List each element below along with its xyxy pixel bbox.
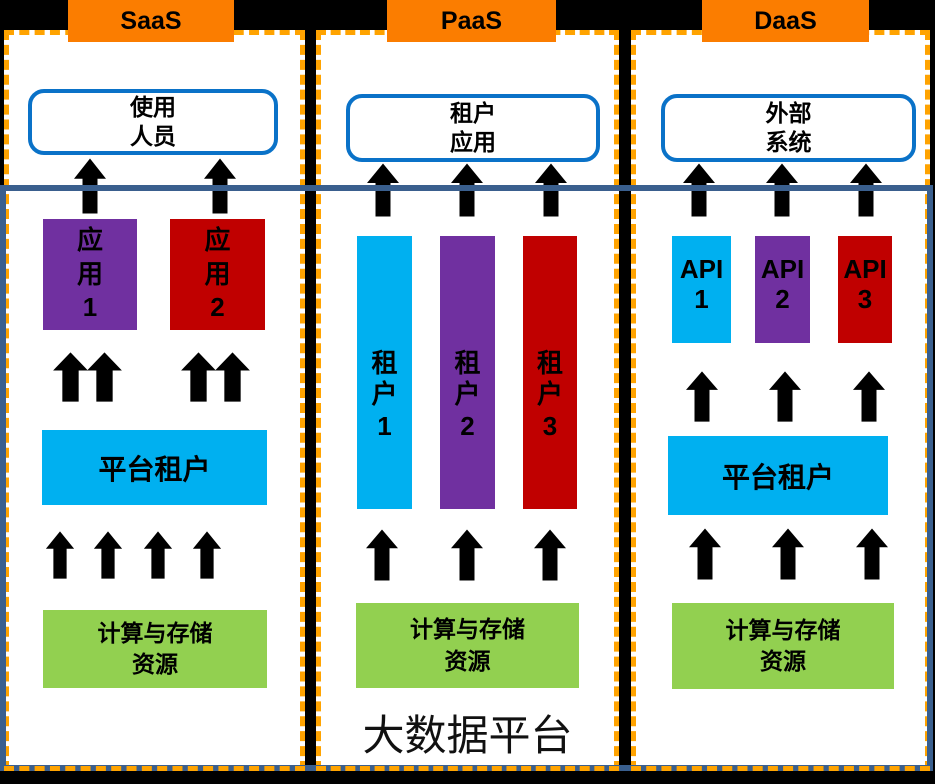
up-arrow-icon (450, 162, 484, 218)
saas-users-box: 使用 人员 (28, 89, 278, 155)
up-arrow-icon (765, 162, 799, 218)
up-arrow-icon (86, 351, 123, 403)
up-arrow-icon (855, 527, 889, 581)
paas-tenant3-bar: 租 户 3 (523, 236, 577, 509)
up-arrow-icon (203, 157, 237, 215)
paas-resource-box: 计算与存储 资源 (356, 603, 579, 688)
up-arrow-icon (533, 528, 567, 582)
up-arrow-icon (192, 530, 222, 580)
saas-app2-box: 应 用 2 (170, 219, 265, 330)
up-arrow-icon (180, 351, 217, 403)
up-arrow-icon (143, 530, 173, 580)
saas-app1-box: 应 用 1 (43, 219, 137, 330)
daas-api3-box: API 3 (838, 236, 892, 343)
up-arrow-icon (365, 528, 399, 582)
saas-resource-box: 计算与存储 资源 (43, 610, 267, 688)
paas-tenant2-bar: 租 户 2 (440, 236, 495, 509)
up-arrow-icon (93, 530, 123, 580)
up-arrow-icon (52, 351, 89, 403)
saas-platform-tenant-box: 平台租户 (42, 430, 267, 505)
daas-api2-box: API 2 (755, 236, 810, 343)
paas-tenant1-bar: 租 户 1 (357, 236, 412, 509)
up-arrow-icon (450, 528, 484, 582)
daas-external-systems-box: 外部 系统 (661, 94, 916, 162)
daas-platform-tenant-box: 平台租户 (668, 436, 888, 515)
daas-api1-box: API 1 (672, 236, 731, 343)
up-arrow-icon (366, 162, 400, 218)
daas-tab: DaaS (702, 0, 869, 42)
paas-tenant-apps-box: 租户 应用 (346, 94, 600, 162)
up-arrow-icon (534, 162, 568, 218)
up-arrow-icon (852, 370, 886, 423)
up-arrow-icon (688, 527, 722, 581)
up-arrow-icon (849, 162, 883, 218)
up-arrow-icon (214, 351, 251, 403)
big-data-platform-label: 大数据平台 (362, 712, 573, 759)
paas-tab: PaaS (387, 0, 556, 42)
up-arrow-icon (768, 370, 802, 423)
saas-tab: SaaS (68, 0, 234, 42)
up-arrow-icon (771, 527, 805, 581)
up-arrow-icon (682, 162, 716, 218)
up-arrow-icon (73, 157, 107, 215)
up-arrow-icon (45, 530, 75, 580)
up-arrow-icon (685, 370, 719, 423)
daas-resource-box: 计算与存储 资源 (672, 603, 894, 689)
